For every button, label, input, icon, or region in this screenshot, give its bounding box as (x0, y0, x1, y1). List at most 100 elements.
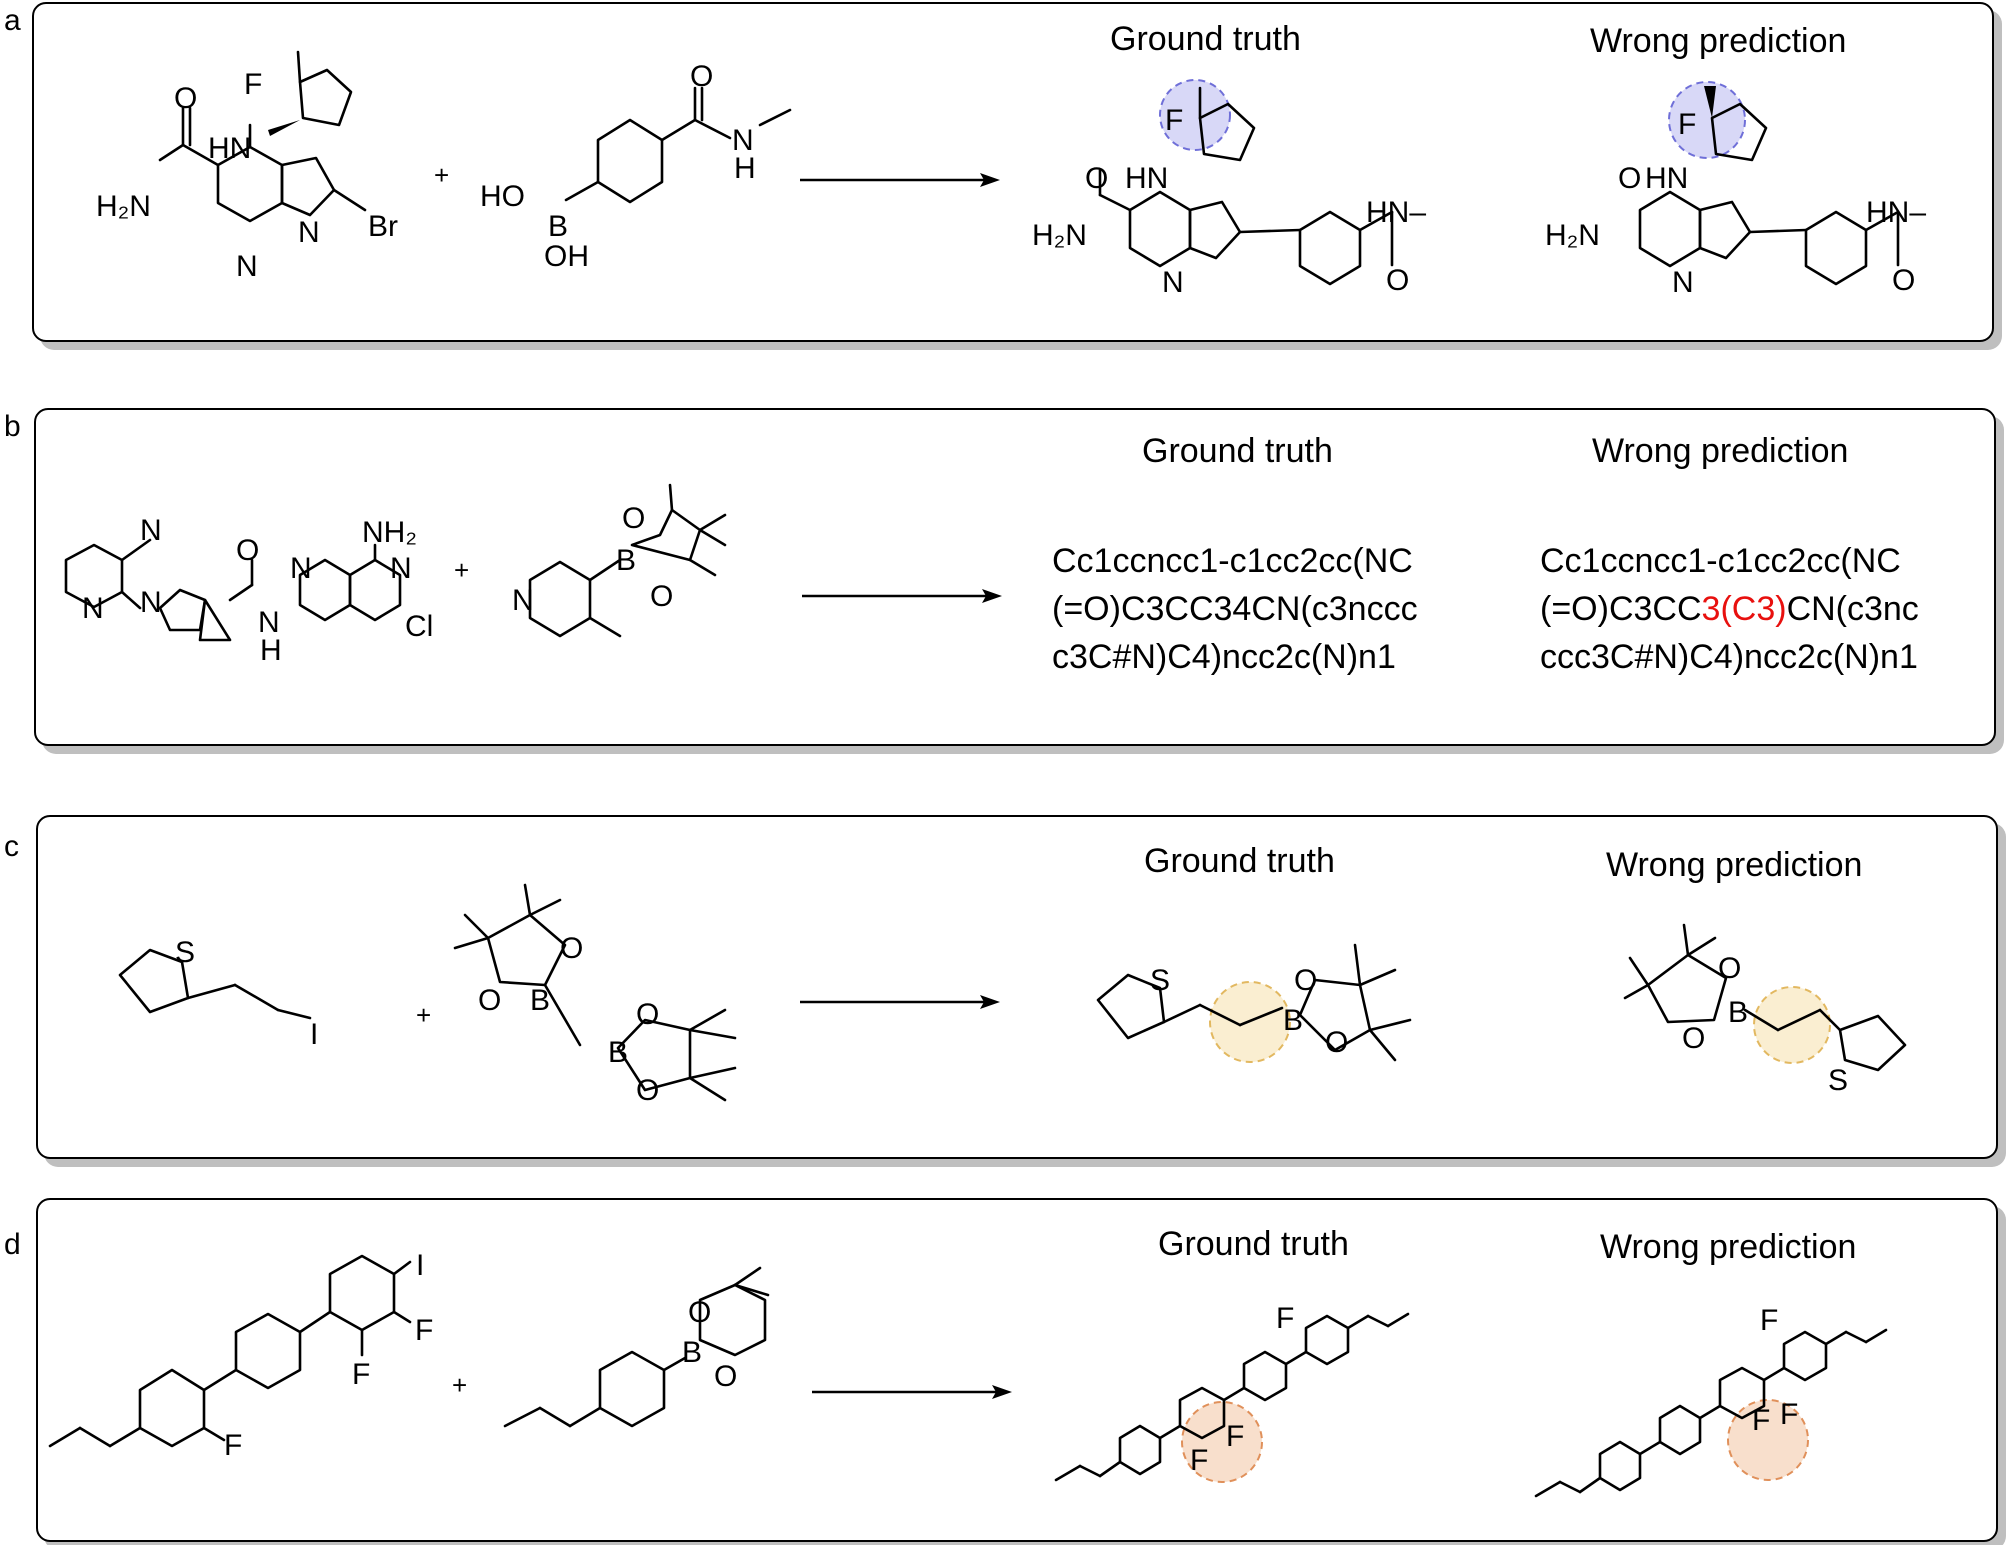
panel-c-r2-o2: O (478, 984, 501, 1017)
panel-a-plus: + (434, 160, 450, 190)
panel-c-r1-i: I (310, 1018, 318, 1051)
panel-b-wp-smiles-post: CN(c3nc (1786, 590, 1919, 628)
panel-a (32, 2, 1994, 342)
panel-a-r1-br: Br (368, 210, 398, 243)
panel-c-r1-s: S (175, 936, 195, 969)
panel-a-r2-ho: HO (480, 180, 525, 213)
panel-b-r1-h: H (260, 634, 282, 667)
panel-a-r1-o: O (174, 82, 197, 115)
panel-d-gt-f2: F (1226, 1420, 1244, 1453)
panel-d-r1-f3: F (224, 1429, 242, 1462)
panel-a-gt-f: F (1165, 104, 1183, 137)
panel-c-product-ground-truth: S B O O (1096, 943, 1412, 1063)
panel-b-r1-n5: N (290, 552, 312, 585)
panel-b-r1-n4: N (258, 606, 280, 639)
panel-a-r1-hn: HN (208, 132, 251, 165)
panel-c-gt-o1: O (1294, 964, 1317, 997)
panel-b-plus: + (454, 555, 470, 585)
panel-a-gt-hnme: HN– (1366, 196, 1426, 229)
panel-a-r2-o: O (690, 60, 713, 93)
panel-a-wp-hn: HN (1645, 162, 1688, 195)
panel-d-reactant-1: I F F F (48, 1249, 433, 1462)
panel-a-gt-h2n: H₂N (1032, 219, 1087, 252)
panel-a-gt-o2: O (1386, 264, 1409, 297)
panel-b-wrong-prediction-title: Wrong prediction (1592, 432, 1849, 470)
panel-d-r2-o1: O (688, 1296, 711, 1329)
panel-c-wrong-prediction-title: Wrong prediction (1606, 846, 1863, 884)
panel-c-wp-s: S (1828, 1064, 1848, 1097)
panel-d-gt-f1: F (1276, 1302, 1294, 1335)
panel-a-arrow (800, 173, 1000, 187)
panel-d-r2-o2: O (714, 1360, 737, 1393)
panel-b-r1-cl: Cl (405, 610, 433, 643)
panel-a-r2-oh: OH (544, 240, 589, 273)
panel-a-gt-n: N (1162, 266, 1184, 299)
panel-b-r1-n6: N (390, 552, 412, 585)
panel-b-r1-n3: N (140, 586, 162, 619)
panel-d-plus: + (452, 1370, 468, 1400)
panel-a-product-ground-truth: F O HN H₂N N HN– O (1032, 79, 1426, 299)
panel-b-wp-smiles-line-2: (=O)C3CC3(C3)CN(c3nc (1540, 585, 1919, 633)
panel-a-gt-highlight (1159, 79, 1231, 151)
panel-d-r1-f2: F (352, 1358, 370, 1391)
panel-b-letter: b (4, 410, 21, 443)
panel-b-r2-o2: O (650, 580, 673, 613)
panel-d-gt-f3: F (1190, 1444, 1208, 1477)
panel-d-wp-highlight (1727, 1399, 1809, 1481)
panel-d-arrow (812, 1385, 1012, 1399)
panel-a-wp-highlight (1668, 81, 1746, 159)
panel-d-wp-f1: F (1760, 1304, 1778, 1337)
panel-a-r2-n: N (732, 124, 754, 157)
panel-a-gt-hn: HN (1125, 162, 1168, 195)
panel-c-gt-b: B (1283, 1004, 1303, 1037)
panel-d-product-ground-truth: F F F (1054, 1302, 1410, 1483)
panel-b-gt-smiles-line-1: Cc1ccncc1-c1cc2cc(NC (1052, 542, 1413, 580)
panel-c-r2-o1: O (560, 932, 583, 965)
panel-a-r1-n2: N (298, 216, 320, 249)
panel-a-wp-f: F (1678, 108, 1696, 141)
panel-a-r1-f: F (244, 68, 262, 101)
panel-b-gt-smiles-line-3: c3C#N)C4)ncc2c(N)n1 (1052, 638, 1396, 676)
panel-c-r2-o4: O (636, 1074, 659, 1107)
panel-a-wp-n: N (1672, 266, 1694, 299)
panel-b-reactant-2: N B O O (512, 483, 727, 638)
panel-b-wp-smiles-error: 3(C3) (1701, 590, 1787, 628)
panel-c-ground-truth-title: Ground truth (1144, 842, 1335, 880)
panel-c-gt-s: S (1150, 964, 1170, 997)
panel-a-wp-hnme: HN– (1866, 196, 1926, 229)
panel-c-product-wrong-prediction: O O B S (1623, 923, 1907, 1097)
panel-b-wp-smiles-line-1: Cc1ccncc1-c1cc2cc(NC (1540, 542, 1901, 580)
panel-d-r2-b: B (682, 1336, 702, 1369)
panel-a-gt-o1: O (1085, 162, 1108, 195)
panel-b-ground-truth-smiles: Cc1ccncc1-c1cc2cc(NC (=O)C3CC34CN(c3nccc… (1052, 537, 1418, 681)
panel-b (34, 408, 1996, 746)
panel-d-wp-f2: F (1780, 1398, 1798, 1431)
panel-b-wrong-smiles: Cc1ccncc1-c1cc2cc(NC (=O)C3CC3(C3)CN(c3n… (1540, 537, 1919, 681)
panel-d-r1-i: I (416, 1249, 424, 1282)
panel-c (36, 815, 1998, 1159)
panel-a-r1-h2n: H₂N (96, 190, 151, 223)
panel-b-r1-nh2: NH₂ (362, 516, 417, 549)
panel-b-r1-n1: N (140, 514, 162, 547)
panel-a-reactant-2: O N H HO B OH (480, 60, 792, 273)
panel-c-r2-b1: B (530, 984, 550, 1017)
panel-d-reactant-2: B O O (503, 1266, 770, 1428)
panel-a-wrong-prediction-title: Wrong prediction (1590, 22, 1847, 60)
panel-c-plus: + (416, 1000, 432, 1030)
panel-d-r1-f1: F (415, 1314, 433, 1347)
panel-a-wp-o1: O (1618, 162, 1641, 195)
panel-b-r2-o1: O (622, 502, 645, 535)
panel-a-r2-b: B (548, 210, 568, 243)
panel-c-r2-b2: B (608, 1036, 628, 1069)
panel-c-letter: c (4, 830, 19, 863)
panel-b-arrow (802, 589, 1002, 603)
panel-c-gt-o2: O (1325, 1026, 1348, 1059)
panel-c-r2-o3: O (636, 998, 659, 1031)
panel-b-reactant-1: N N N O N H N N NH₂ Cl (64, 514, 433, 667)
panel-b-gt-smiles-line-2: (=O)C3CC34CN(c3nccc (1052, 590, 1418, 628)
panel-b-r1-n2: N (82, 592, 104, 625)
panel-b-ground-truth-title: Ground truth (1142, 432, 1333, 470)
panel-c-wp-o2: O (1682, 1022, 1705, 1055)
panel-a-r2-h: H (734, 152, 756, 185)
